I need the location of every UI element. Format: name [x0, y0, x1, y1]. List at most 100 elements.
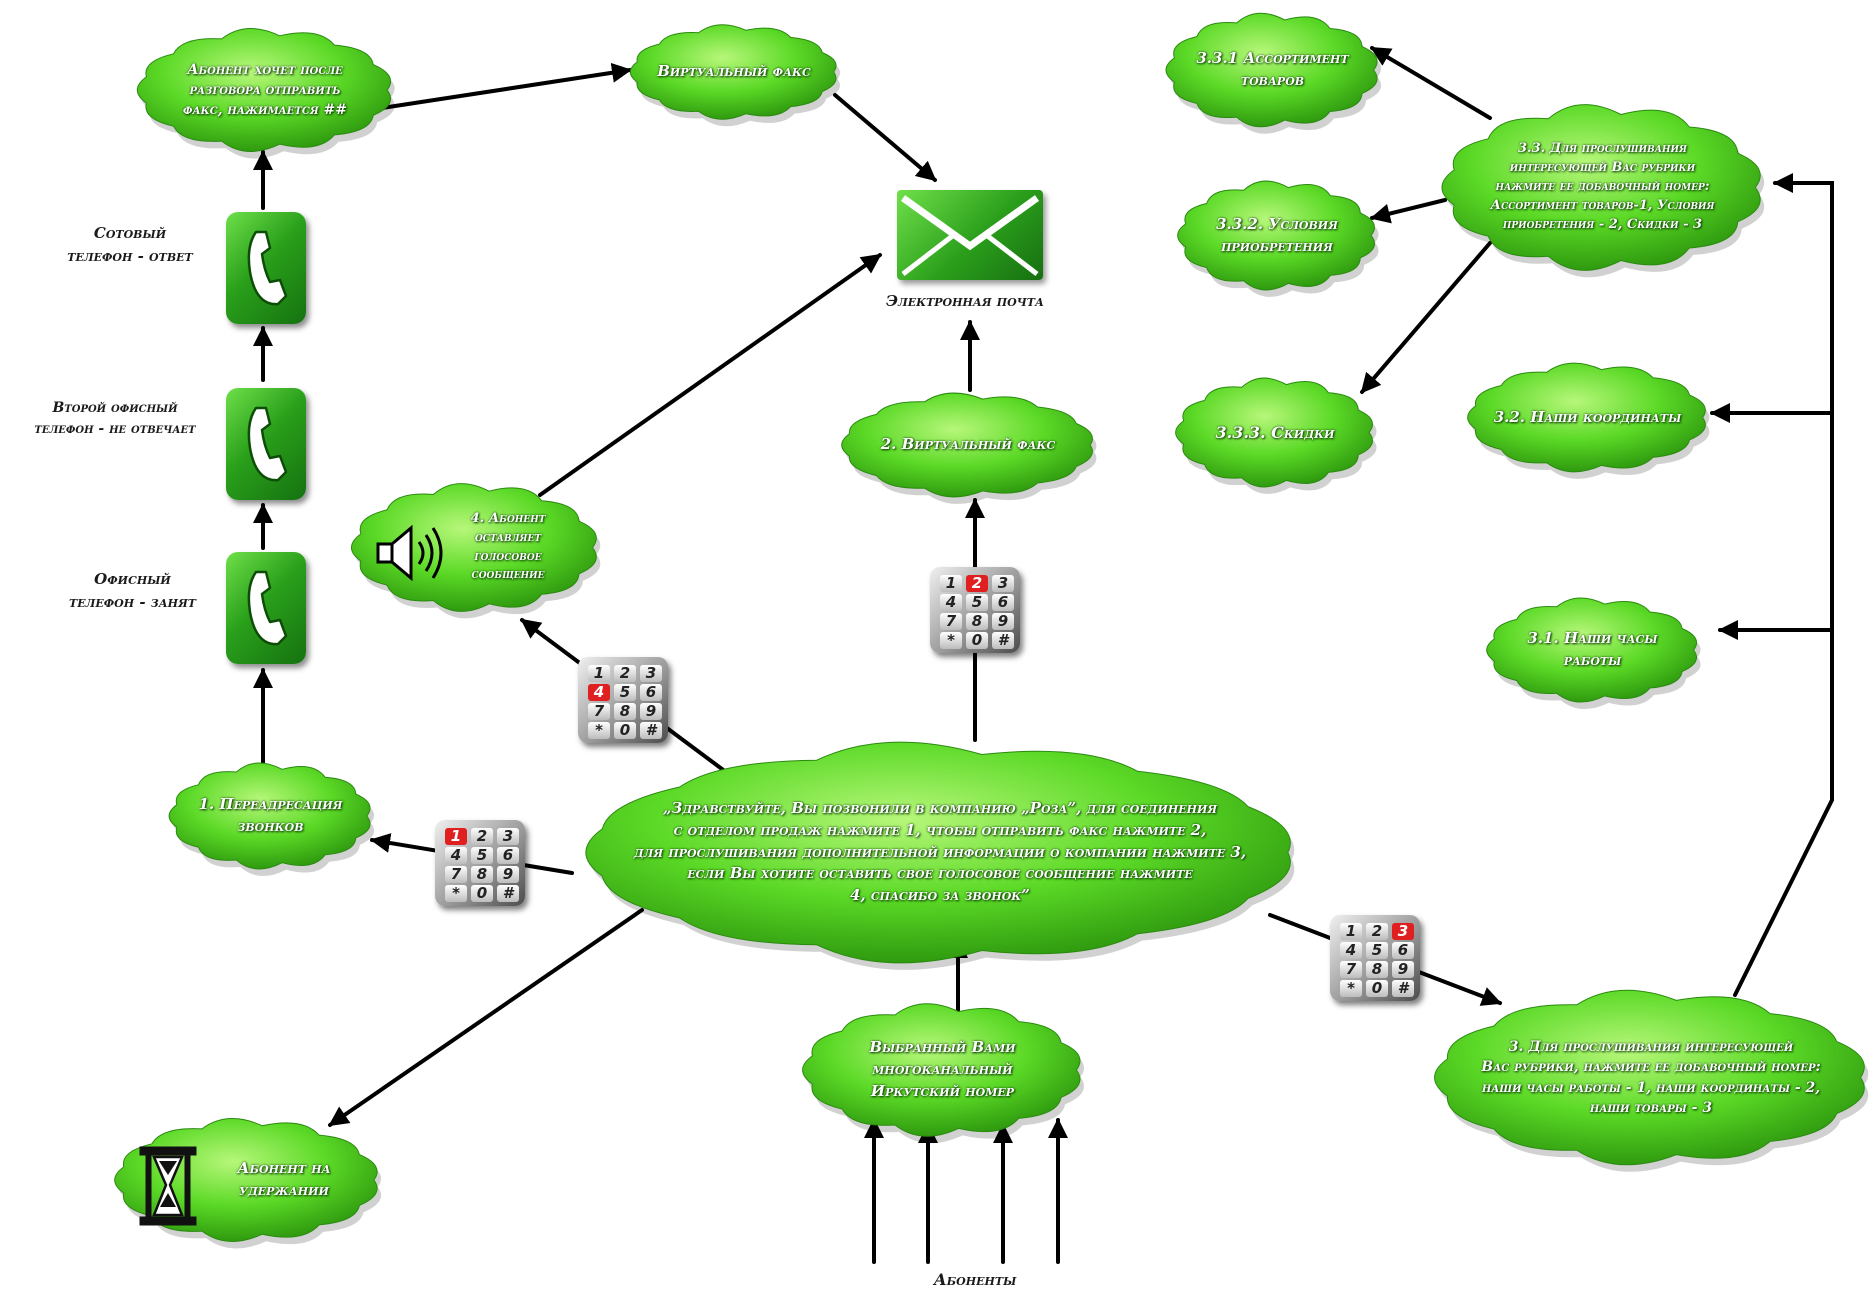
speaker-icon [376, 524, 443, 582]
cell-phone-label: Сотовый телефон - ответ [67, 224, 193, 265]
assortment-cloud: 3.3.1 Ассортимент товаров [1165, 10, 1382, 134]
keypad-key-6: 6 [640, 684, 662, 701]
keypad-key-2: 2 [614, 665, 636, 682]
coordinates-cloud: 3.2. Наши координаты [1465, 360, 1710, 479]
keypad-key-6: 6 [992, 594, 1014, 611]
keypad-key-star: * [940, 632, 962, 649]
keypad-key-1: 1 [940, 575, 962, 592]
keypad-key-4: 4 [1340, 942, 1362, 959]
arrow-info-menu-trunk [1733, 173, 1834, 997]
cloud-shape [168, 762, 375, 877]
keypad-key-9: 9 [1392, 961, 1414, 978]
fax-request-cloud: Абонент хочет после разговора отправить … [135, 25, 395, 159]
keypad-key-7: 7 [940, 613, 962, 630]
keypad-key-3: 3 [1392, 923, 1414, 940]
arrow-main-to-on-hold [328, 908, 644, 1127]
keypad-key-1: 1 [588, 665, 610, 682]
keypad-key-hash: # [497, 885, 519, 902]
email-label: Электронная почта [886, 292, 1044, 310]
keypad-key-9: 9 [992, 613, 1014, 630]
keypad-key-0: 0 [471, 885, 493, 902]
keypad-key-8: 8 [471, 866, 493, 883]
arrow-goods-to-conditions [1370, 198, 1447, 224]
keypad-key-8: 8 [1366, 961, 1388, 978]
keypad-key-8: 8 [614, 703, 636, 720]
info-menu-cloud: 3. Для прослушивания интересующей Вас ру… [1428, 985, 1874, 1172]
keypad-key-1: 1 [445, 828, 467, 845]
phone-handset-icon [226, 212, 306, 324]
phone-handset-icon [226, 552, 306, 664]
voicemail-cloud: 4. Абонент оставляет голосовое сообщение [350, 480, 601, 619]
keypad-key-4: 4 [445, 847, 467, 864]
arrow-goods-to-assortment [1370, 46, 1492, 120]
irkutsk-number-cloud: Выбранный Вами многоканальный Иркутский … [800, 1000, 1085, 1144]
keypad-key-1: 1 [1340, 923, 1362, 940]
phone-handset-icon [226, 388, 306, 500]
cloud-shape [1486, 597, 1701, 710]
virtual-fax-top-cloud: Виртуальный факс [628, 22, 841, 127]
virtual-fax-cloud: 2. Виртуальный факс [838, 390, 1098, 504]
keypad-key-9: 9 [640, 703, 662, 720]
keypad-key-3: 3 [992, 575, 1014, 592]
keypad-key-2: 2 [471, 828, 493, 845]
keypad-key-5: 5 [614, 684, 636, 701]
second-office-phone-label: Второй офисный телефон - не отвечает [34, 400, 196, 437]
keypad-key-star: * [445, 885, 467, 902]
keypad-key-5: 5 [966, 594, 988, 611]
cloud-shape [1165, 12, 1382, 134]
hours-cloud: 3.1. Наши часы работы [1485, 595, 1701, 710]
keypad-key-0: 0 [614, 722, 636, 739]
cloud-shape [1434, 989, 1869, 1172]
subscribers-label: Абоненты [933, 1270, 1017, 1289]
keypad-key-3: 3 [640, 665, 662, 682]
envelope-icon [897, 190, 1043, 280]
cloud-shape [1177, 180, 1379, 297]
keypad-key-4: 4 [588, 684, 610, 701]
cloud-shape [136, 28, 395, 159]
goods-menu-cloud: 3.3. Для прослушивания интересующей Вас … [1440, 100, 1765, 278]
arrow-virtual-fax-to-email [833, 93, 937, 182]
keypad-key-6: 6 [1392, 942, 1414, 959]
cloud-shape [841, 392, 1097, 504]
keypad-key-7: 7 [588, 703, 610, 720]
arrow-voicemail-to-email [538, 253, 882, 497]
greeting-cloud: „Здравствуйте, Вы позвонили в компанию „… [570, 735, 1310, 970]
conditions-cloud: 3.3.2. Условия приобретения [1177, 178, 1379, 297]
keypad-key-6: 6 [497, 847, 519, 864]
keypad-key-star: * [588, 722, 610, 739]
keypad-key-7: 7 [1340, 961, 1362, 978]
arrow-goods-to-discounts [1360, 241, 1492, 394]
keypad-key-8: 8 [966, 613, 988, 630]
office-phone-label: Офисный телефон - занят [69, 570, 196, 611]
keypad-key-hash: # [1392, 980, 1414, 997]
cloud-shape [1467, 362, 1710, 479]
cloud-shape [350, 483, 601, 619]
keypad-key-4: 4 [940, 594, 962, 611]
keypad-key-0: 0 [1366, 980, 1388, 997]
hourglass-icon [139, 1146, 197, 1226]
discounts-cloud: 3.3.3. Скидки [1175, 375, 1377, 494]
keypad-key-2: 2 [1366, 923, 1388, 940]
keypad-key-hash: # [992, 632, 1014, 649]
cloud-shape [802, 1003, 1085, 1144]
keypad-key-star: * [1340, 980, 1362, 997]
keypad-key-0: 0 [966, 632, 988, 649]
keypad-key-3: 3 [497, 828, 519, 845]
keypad-key-5: 5 [1366, 942, 1388, 959]
cloud-shape [585, 741, 1295, 970]
keypad-key-2: 2 [966, 575, 988, 592]
redirect-cloud: 1. Переадресация звонков [168, 760, 375, 877]
cloud-shape [1175, 377, 1377, 494]
cloud-shape [629, 24, 841, 127]
keypad-key-7: 7 [445, 866, 467, 883]
cloud-shape [1441, 104, 1765, 278]
arrow-fax-request-to-virtual-fax [380, 62, 632, 110]
keypad-key-hash: # [640, 722, 662, 739]
keypad-key-9: 9 [497, 866, 519, 883]
keypad-key-5: 5 [471, 847, 493, 864]
